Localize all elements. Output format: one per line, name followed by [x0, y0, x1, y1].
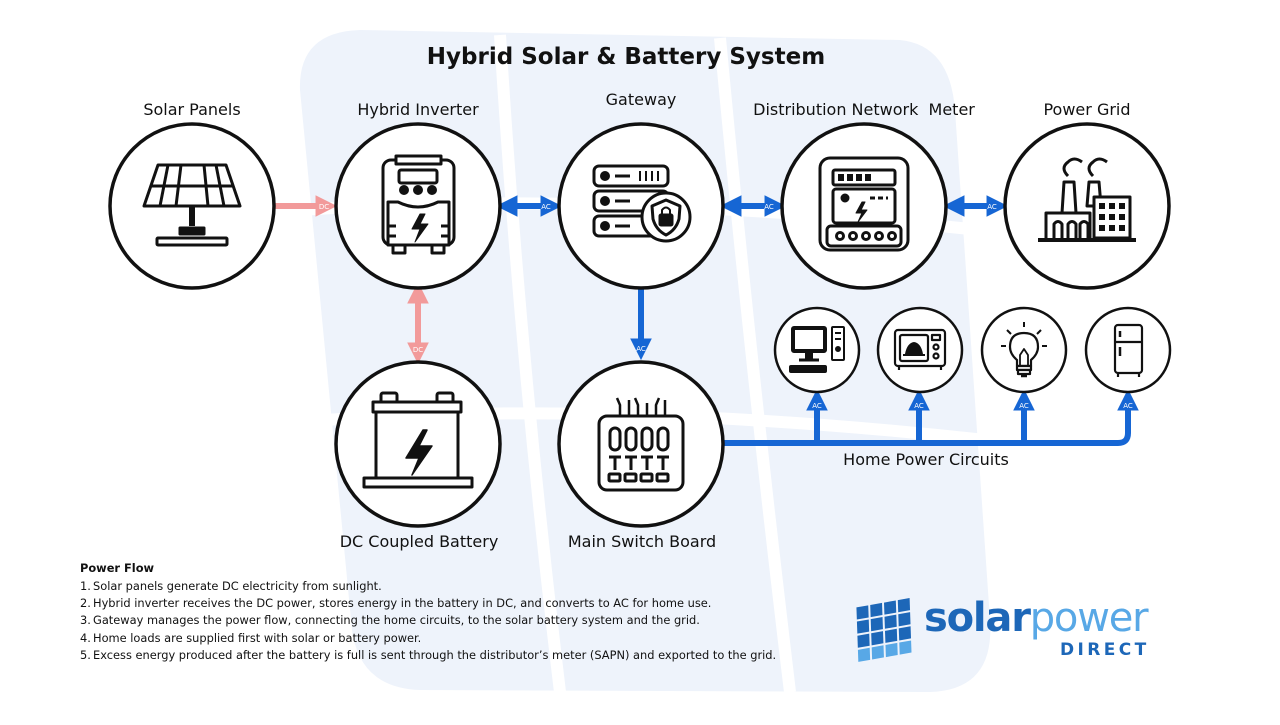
step-text: Solar panels generate DC electricity fro… [93, 579, 382, 593]
step-text: Gateway manages the power flow, connecti… [93, 613, 700, 628]
switch-board-label: Main Switch Board [567, 532, 717, 551]
battery-label: DC Coupled Battery [339, 532, 499, 551]
connections [275, 195, 1139, 446]
step-text: Hybrid inverter receives the DC power, s… [93, 596, 712, 611]
home-circuits-bus [724, 408, 1131, 446]
brand-logo-mark [856, 598, 912, 662]
step-number: 3. [80, 613, 91, 628]
electricity-meter-icon [818, 156, 910, 252]
step-text: Excess energy produced after the battery… [93, 647, 777, 662]
power-plant-icon [1038, 157, 1136, 242]
power-flow-step: 2.Hybrid inverter receives the DC power,… [80, 595, 860, 612]
step-number: 2. [80, 596, 91, 611]
computer-icon [789, 326, 845, 373]
gateway-label: Gateway [605, 90, 677, 109]
brand-word-power: power [1029, 595, 1149, 641]
solar-panel-icon [142, 163, 242, 247]
light-bulb-icon [1001, 322, 1047, 378]
power-flow-step: 1.Solar panels generate DC electricity f… [80, 578, 860, 595]
fridge-icon [1113, 323, 1144, 377]
power-flow-list: 1.Solar panels generate DC electricity f… [80, 578, 860, 664]
connector-label-ac: AC [636, 345, 646, 353]
diagram-title: Hybrid Solar & Battery System [426, 44, 826, 70]
power-grid-label: Power Grid [1043, 100, 1131, 119]
connector-label-dc: DC [413, 346, 423, 354]
power-flow-step: 3.Gateway manages the power flow, connec… [80, 612, 860, 629]
connector-label-ac: AC [914, 402, 924, 410]
step-number: 5. [80, 647, 91, 662]
brand-wordmark: solarpower [924, 595, 1149, 641]
connector-label-ac: AC [1123, 402, 1133, 410]
home-circuits-label: Home Power Circuits [843, 450, 1009, 469]
step-text: Home loads are supplied first with solar… [93, 630, 422, 645]
solar-panels-label: Solar Panels [143, 100, 241, 119]
connector-label-ac: AC [1019, 402, 1029, 410]
connector-label-ac: AC [812, 402, 822, 410]
server-shield-icon [592, 164, 692, 243]
switchboard-icon [597, 397, 685, 492]
power-flow-heading: Power Flow [80, 561, 155, 575]
step-number: 1. [80, 579, 91, 593]
step-number: 4. [80, 630, 91, 645]
brand-logo: solarpower DIRECT [924, 595, 1149, 660]
connector-label-ac: AC [987, 203, 997, 211]
power-flow-step: 5.Excess energy produced after the batte… [80, 647, 860, 664]
hybrid-inverter-label: Hybrid Inverter [357, 100, 479, 119]
connector-label-ac: AC [764, 203, 774, 211]
battery-icon [362, 391, 474, 489]
meter-label: Distribution Network Meter [753, 100, 975, 119]
power-flow-section: Power Flow 1.Solar panels generate DC el… [80, 561, 860, 664]
connector-label-dc: DC [319, 203, 329, 211]
connector-label-ac: AC [541, 203, 551, 211]
inverter-icon [381, 154, 456, 255]
microwave-icon [893, 328, 947, 370]
brand-word-solar: solar [924, 595, 1031, 641]
brand-subtitle: DIRECT [1060, 640, 1150, 660]
power-flow-step: 4.Home loads are supplied first with sol… [80, 630, 860, 647]
